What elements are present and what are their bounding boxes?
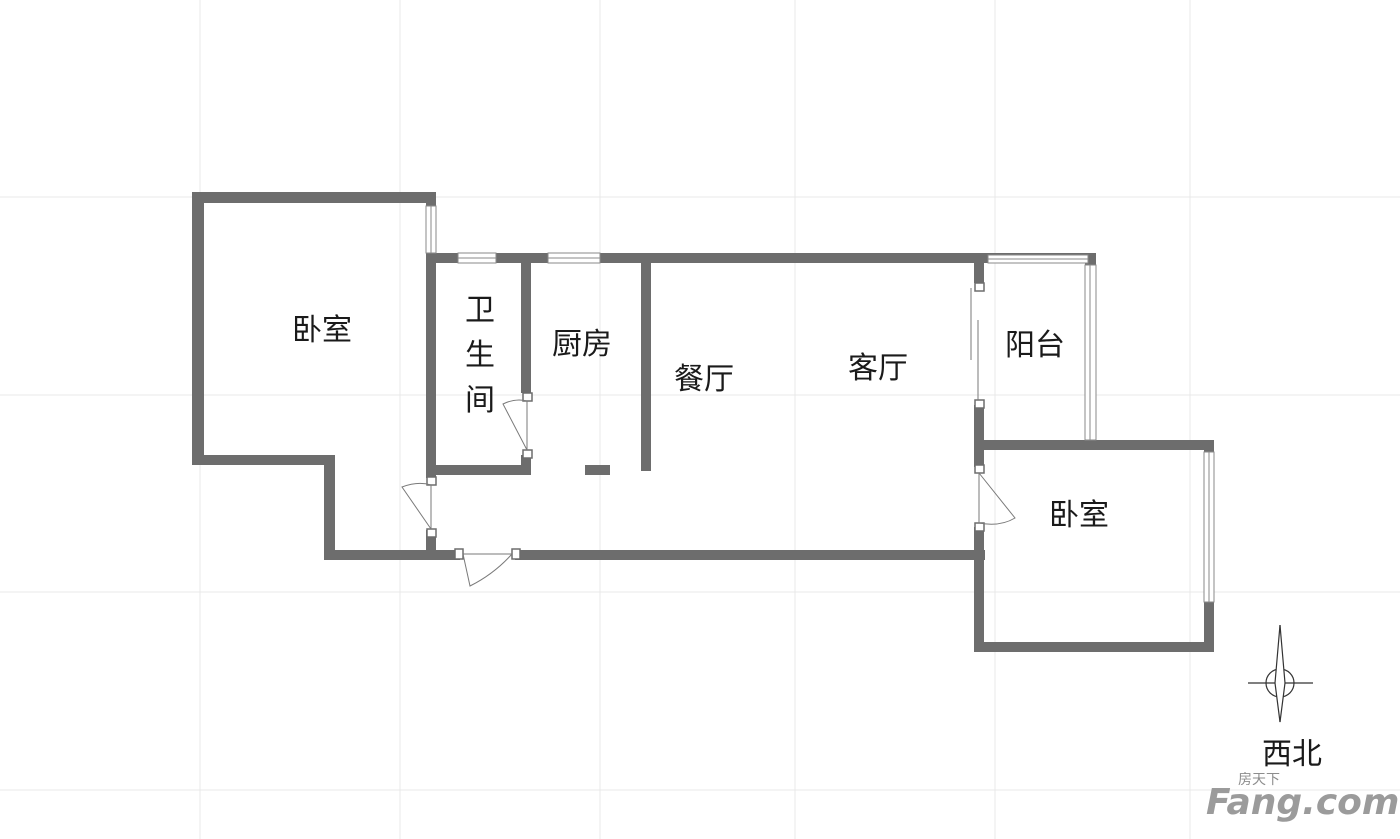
wall <box>426 192 436 206</box>
wall <box>974 405 984 467</box>
watermark-logo: 房天下 Fang.com <box>1206 772 1399 823</box>
room-label-bedroom-east: 卧室 <box>1049 498 1109 533</box>
wall <box>974 253 984 283</box>
room-label-dining: 餐厅 <box>674 362 734 397</box>
window <box>457 252 497 264</box>
wall <box>192 192 204 465</box>
doors <box>401 282 1016 587</box>
wall <box>515 550 985 560</box>
watermark-brand-cn: 房天下 <box>1238 772 1280 788</box>
window <box>1084 264 1097 441</box>
window <box>425 205 437 254</box>
window <box>1203 451 1215 603</box>
wall <box>585 465 610 475</box>
wall <box>426 253 436 478</box>
wall <box>641 253 651 471</box>
wall <box>426 465 531 475</box>
door-swing <box>502 392 533 459</box>
window <box>987 254 1089 264</box>
room-label-bathroom-3: 间 <box>465 383 495 418</box>
wall <box>426 530 436 560</box>
wall <box>192 192 436 203</box>
orientation-label: 西北 <box>1262 737 1322 772</box>
door-swing <box>401 476 437 538</box>
wall <box>426 253 988 263</box>
watermark-brand-en: Fang.com <box>1206 782 1399 823</box>
sliding-door <box>970 282 985 409</box>
wall <box>324 455 335 560</box>
door-swing <box>974 464 1016 532</box>
wall <box>324 550 460 560</box>
room-label-living: 客厅 <box>848 351 908 386</box>
room-label-bathroom-1: 卫 <box>465 293 495 328</box>
room-label-bedroom-west: 卧室 <box>292 313 352 348</box>
wall <box>974 642 1214 652</box>
door-swing <box>454 548 521 587</box>
wall <box>521 253 531 393</box>
room-labels: 卧室 卫 生 间 厨房 餐厅 客厅 阳台 卧室 <box>292 293 1109 533</box>
room-label-balcony: 阳台 <box>1005 328 1065 363</box>
window <box>547 252 601 264</box>
room-label-kitchen: 厨房 <box>552 327 612 362</box>
compass-icon <box>1248 624 1313 723</box>
wall <box>192 455 335 465</box>
room-label-bathroom-2: 生 <box>465 338 495 373</box>
wall <box>974 527 984 652</box>
walls <box>192 192 1214 652</box>
windows <box>425 205 1215 603</box>
